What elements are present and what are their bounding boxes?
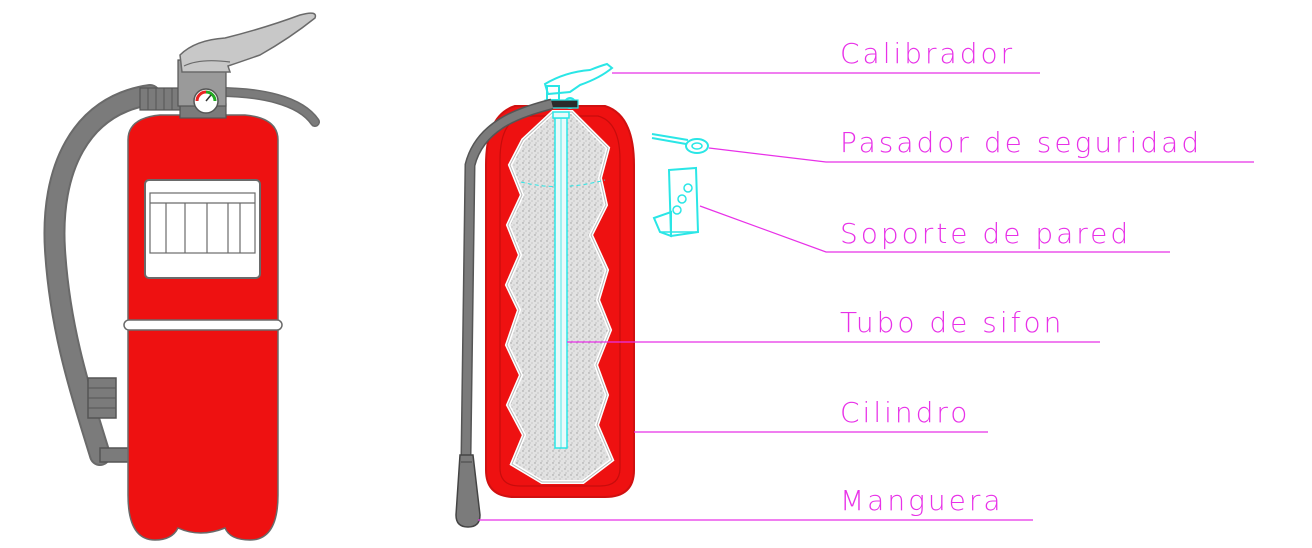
siphon-tube <box>553 112 569 448</box>
label-pasador: Pasador de seguridad <box>840 126 1202 159</box>
label-tubo: Tubo de sifon <box>840 306 1064 339</box>
extinguisher-exterior <box>54 13 315 540</box>
wall-bracket <box>654 168 698 236</box>
label-cilindro: Cilindro <box>840 396 970 429</box>
cutaway-nozzle <box>456 455 480 527</box>
label-soporte: Soporte de pared <box>840 217 1131 250</box>
label-calibrador: Calibrador <box>840 37 1015 70</box>
extinguisher-cutaway <box>456 64 708 527</box>
label-manguera: Manguera <box>840 484 1004 517</box>
exterior-handle <box>180 13 315 72</box>
pressure-gauge-icon <box>194 89 218 113</box>
exterior-label-panel <box>145 180 260 278</box>
cutaway-valve <box>545 64 612 108</box>
safety-pin <box>652 134 708 153</box>
exterior-band <box>124 320 282 330</box>
